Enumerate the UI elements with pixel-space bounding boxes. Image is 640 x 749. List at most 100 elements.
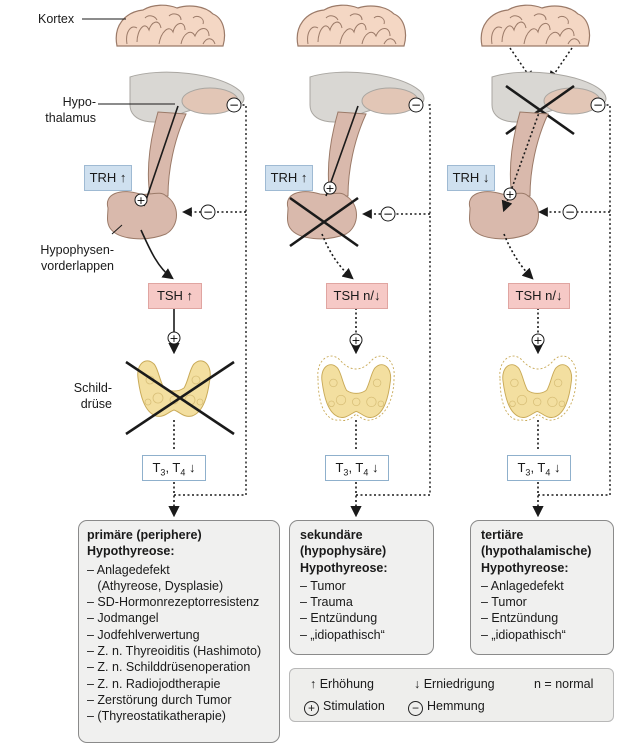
- hypothalamus-shape: [491, 71, 607, 123]
- tsh-badge: TSH n/↓: [326, 283, 388, 309]
- legend-erniedrigung: ↓ Erniedrigung: [414, 677, 495, 691]
- list-item: – „idiopathisch“: [300, 627, 385, 642]
- trh-pathway: [325, 105, 359, 197]
- svg-text:−: −: [229, 98, 239, 112]
- pituitary-stalk: [509, 111, 549, 197]
- svg-text:−: −: [593, 98, 603, 112]
- svg-text:−: −: [411, 98, 421, 112]
- tsh-badge: TSH ↑: [148, 283, 202, 309]
- box-title: (hypophysäre): [300, 544, 387, 559]
- box-title: sekundäre: [300, 528, 363, 542]
- column-tertiary: + + − −: [468, 4, 611, 518]
- list-item: – Z. n. Thyreoiditis (Hashimoto): [87, 644, 262, 659]
- legend-hemmung: −Hemmung: [408, 699, 485, 716]
- inhibition-icon: [562, 204, 578, 220]
- label-hypothalamus-2: thalamus: [45, 111, 96, 125]
- trh-pathway: [143, 105, 179, 207]
- legend-normal: n = normal: [534, 677, 594, 691]
- svg-text:+: +: [136, 194, 145, 207]
- pituitary-stalk: [147, 111, 187, 197]
- svg-text:+: +: [169, 332, 178, 345]
- tsh-badge: TSH n/↓: [508, 283, 570, 309]
- box-tertiary: tertiäre (hypothalamische) Hypothyreose:…: [470, 520, 614, 655]
- column-secondary: + + − −: [286, 4, 431, 518]
- hvl-label-line: [111, 224, 123, 235]
- stimulation-icon: [531, 333, 545, 347]
- svg-text:+: +: [351, 334, 360, 347]
- tsh-pathway: [321, 233, 354, 280]
- thyroid-outline: [317, 355, 395, 421]
- t3-t4-badge: T3, T4 ↓: [142, 455, 206, 481]
- label-kortex: Kortex: [38, 12, 75, 26]
- thyroid-outline: [499, 355, 577, 421]
- list-item: – Z. n. Schilddrüsenoperation: [87, 660, 251, 675]
- feedback-long: [356, 104, 431, 496]
- list-item: – „idiopathisch“: [481, 627, 566, 642]
- trh-badge: TRH ↑: [265, 165, 313, 191]
- stimulation-icon: [349, 333, 363, 347]
- hypothalamus-shape: [309, 71, 425, 123]
- list-item: – Tumor: [300, 578, 346, 593]
- feedback-long: [538, 104, 611, 496]
- plus-circle-icon: +: [304, 701, 319, 716]
- cause-list: – Anlagedefekt (Athyreose, Dysplasie) – …: [87, 562, 271, 725]
- svg-text:−: −: [203, 205, 213, 219]
- tsh-pathway: [140, 229, 174, 280]
- list-item: – Z. n. Radiojodtherapie: [87, 676, 221, 691]
- pituitary-gland: [468, 191, 539, 240]
- label-sd-1: Schild-: [73, 381, 112, 395]
- thyroid-shape: [137, 360, 211, 417]
- box-title: (hypothalamische): [481, 544, 592, 559]
- stimulation-icon: [503, 187, 517, 201]
- label-sd-2: drüse: [80, 397, 112, 411]
- list-item: – Entzündung: [481, 611, 559, 626]
- label-hvl-2: vorderlappen: [41, 259, 114, 273]
- svg-text:+: +: [325, 182, 334, 195]
- stimulation-icon: [167, 331, 181, 345]
- list-item: – Jodmangel: [87, 611, 159, 626]
- svg-text:−: −: [383, 207, 393, 221]
- list-item: – Entzündung: [300, 611, 378, 626]
- label-hvl-1: Hypophysen-: [40, 243, 114, 257]
- list-item: – Anlagedefekt: [481, 578, 564, 593]
- hypothalamus-shape: [129, 71, 245, 123]
- list-item: – Trauma: [300, 595, 353, 610]
- pituitary-gland: [286, 191, 357, 240]
- cortex-shape: [115, 4, 226, 47]
- cortex-shape: [296, 4, 407, 47]
- box-primary: primäre (periphere) Hypothyreose: – Anla…: [78, 520, 280, 743]
- legend-erhoehung: ↑ Erhöhung: [310, 677, 374, 691]
- box-title: Hypothyreose:: [481, 560, 569, 575]
- inhibition-icon: [226, 97, 242, 113]
- trh-badge: TRH ↑: [84, 165, 132, 191]
- pituitary-stalk: [327, 111, 367, 197]
- box-title: Hypothyreose:: [87, 544, 175, 559]
- t3-t4-badge: T3, T4 ↓: [507, 455, 571, 481]
- feedback-long: [174, 104, 247, 496]
- tsh-pathway: [503, 233, 534, 280]
- inhibition-icon: [200, 204, 216, 220]
- list-item: – Zerstörung durch Tumor: [87, 692, 232, 707]
- pituitary-gland: [106, 191, 177, 240]
- cross-line: [289, 196, 359, 248]
- inhibition-icon: [590, 97, 606, 113]
- box-secondary: sekundäre (hypophysäre) Hypothyreose: – …: [289, 520, 434, 655]
- box-title: tertiäre: [481, 528, 524, 542]
- list-item: – SD-Hormonrezeptorresistenz: [87, 595, 260, 610]
- legend-stimulation: +Stimulation: [304, 699, 385, 716]
- list-item: – Jodfehlverwertung: [87, 627, 200, 642]
- trh-badge: TRH ↓: [447, 165, 495, 191]
- box-title: primäre (periphere): [87, 528, 202, 542]
- legend: ↑ Erhöhung ↓ Erniedrigung n = normal +St…: [289, 668, 614, 722]
- list-item: – Tumor: [481, 595, 527, 610]
- label-hypothalamus-1: Hypo-: [62, 95, 96, 109]
- svg-text:+: +: [505, 188, 514, 201]
- minus-circle-icon: −: [408, 701, 423, 716]
- svg-text:+: +: [533, 334, 542, 347]
- cause-list: – Tumor – Trauma – Entzündung – „idiopat…: [300, 578, 423, 643]
- column-primary: + + − −: [82, 4, 247, 518]
- cross-line: [125, 360, 235, 436]
- thyroid-shape: [502, 364, 573, 418]
- list-item: – (Thyreostatikatherapie): [87, 709, 226, 724]
